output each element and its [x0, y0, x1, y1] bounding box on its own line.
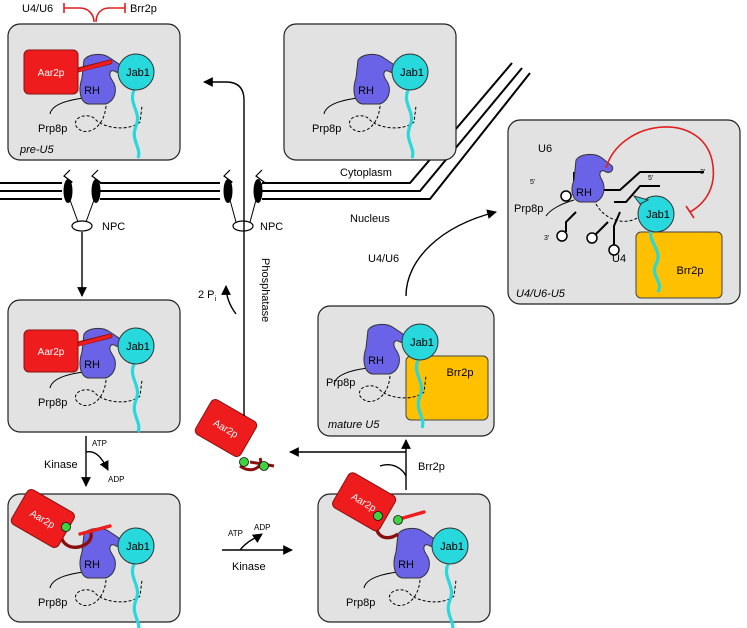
prp8p-label: Prp8p — [326, 377, 355, 389]
prp8p-label: Prp8p — [346, 597, 375, 609]
complex-u4u6-u5: Brr2p RH Jab1 U6 5' Prp8p 3' U4 5' 3' U4… — [507, 119, 741, 305]
mature-u5-caption: mature U5 — [328, 419, 380, 431]
phosphatase-label: Phosphatase — [259, 258, 271, 322]
cytoplasm-label: Cytoplasm — [340, 167, 392, 179]
inhibition-top: U4/U6 Brr2p — [22, 3, 157, 23]
inhibitor-brr2p-label: Brr2p — [130, 3, 157, 15]
npc-left: NPC — [63, 169, 125, 233]
prp8p-label: Prp8p — [514, 203, 543, 215]
atp-label-left: ATP — [92, 439, 107, 448]
aar2p-label: Aar2p — [38, 68, 65, 79]
brr2p-label: Brr2p — [447, 367, 474, 379]
prp8p-label: Prp8p — [38, 123, 67, 135]
brr2p-add-label: Brr2p — [418, 461, 445, 473]
pathway-arrows — [77, 77, 497, 555]
npc-right: NPC — [223, 169, 283, 233]
pre-u5-caption: pre-U5 — [19, 144, 55, 156]
prp8p-label: Prp8p — [38, 597, 67, 609]
prp8p-label: Prp8p — [312, 123, 341, 135]
prp8p-label: Prp8p — [38, 397, 67, 409]
nucleus-label: Nucleus — [350, 213, 390, 225]
u6-five-prime-label: 5' — [530, 179, 535, 186]
jab1-domain-label: Jab1 — [646, 209, 670, 221]
released-aar2p: Aar2p — [194, 399, 275, 472]
nuclear-envelope — [0, 62, 531, 200]
u6-three-prime-label: 3' — [700, 169, 705, 176]
atp-label-bottom: ATP — [228, 529, 243, 538]
rh-domain-label: RH — [576, 187, 592, 199]
u4u6-u5-caption: U4/U6-U5 — [516, 288, 566, 300]
u4-five-prime-label: 5' — [648, 175, 653, 182]
npc-left-label: NPC — [102, 221, 125, 233]
brr2p-label: Brr2p — [677, 265, 704, 277]
complex-nuclear-pre-u5: Aar2p Prp8p — [7, 299, 181, 434]
u6-label: U6 — [538, 143, 552, 155]
inhibitor-u4u6-label: U4/U6 — [22, 3, 53, 15]
u4u6-add-label: U4/U6 — [368, 253, 399, 265]
adp-label-left: ADP — [108, 475, 124, 484]
complex-phosphorylated-right: Aar2p Prp8p — [317, 472, 491, 628]
complex-mature-u5: Brr2p Prp8p mature U5 — [317, 305, 495, 437]
u4-three-prime-label: 3' — [544, 235, 549, 242]
adp-label-bottom: ADP — [254, 523, 270, 532]
complex-phosphorylated-left: Aar2p Prp8p — [7, 489, 181, 628]
complex-pre-u5: Aar2p Prp8p pre-U5 — [7, 23, 181, 161]
aar2p-label: Aar2p — [38, 347, 65, 358]
kinase-label-bottom: Kinase — [232, 561, 266, 573]
complex-cytoplasmic-u5: Prp8p — [283, 23, 457, 161]
two-pi-label: 2 Pi — [198, 289, 217, 303]
npc-right-label: NPC — [260, 221, 283, 233]
u4-label: U4 — [612, 253, 626, 265]
kinase-label-left: Kinase — [44, 459, 78, 471]
